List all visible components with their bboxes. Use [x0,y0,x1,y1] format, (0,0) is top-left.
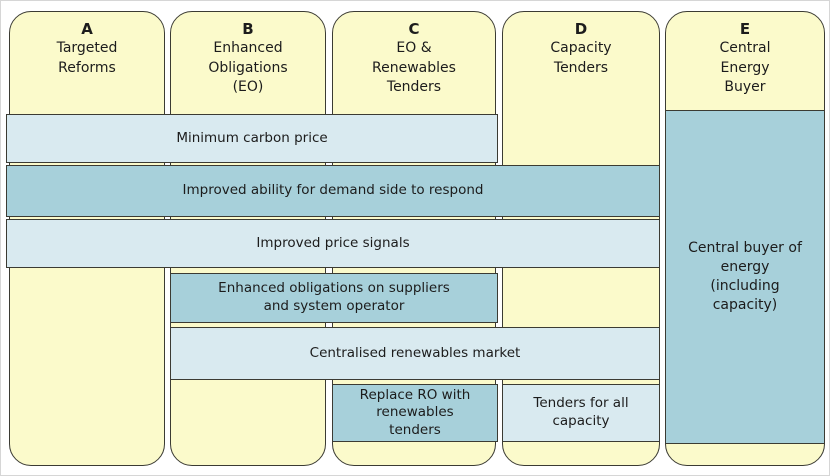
column-name: Central Energy Buyer [719,40,771,96]
feature-bar-label: Enhanced obligations on suppliers and sy… [218,280,450,314]
feature-bar-label: Minimum carbon price [176,129,328,146]
central-buyer-box: Central buyer of energy (including capac… [665,110,825,444]
feature-bar: Improved ability for demand side to resp… [6,165,660,217]
feature-bar: Replace RO with renewables tenders [332,384,498,442]
column-letter: D [574,20,588,38]
column-letter: C [408,20,420,38]
feature-bar: Minimum carbon price [6,114,498,163]
feature-bar: Tenders for all capacity [502,384,660,442]
feature-bar-label: Centralised renewables market [309,344,521,361]
feature-bar-label: Improved ability for demand side to resp… [182,182,484,199]
column-letter: B [242,20,254,38]
column-name: Capacity Tenders [550,40,612,76]
feature-bar-label: Replace RO with renewables tenders [359,386,471,438]
column-letter: E [739,20,751,38]
column-name: EO & Renewables Tenders [372,40,456,96]
feature-bar: Enhanced obligations on suppliers and sy… [170,273,498,323]
central-buyer-label: Central buyer of energy (including capac… [688,240,802,313]
feature-bar: Improved price signals [6,219,660,268]
feature-bar: Centralised renewables market [170,327,660,380]
column-letter: A [81,20,93,38]
column-name: Targeted Reforms [56,40,118,76]
feature-bar-label: Improved price signals [256,234,410,251]
column-name: Enhanced Obligations (EO) [208,40,288,96]
feature-bar-label: Tenders for all capacity [533,395,629,429]
